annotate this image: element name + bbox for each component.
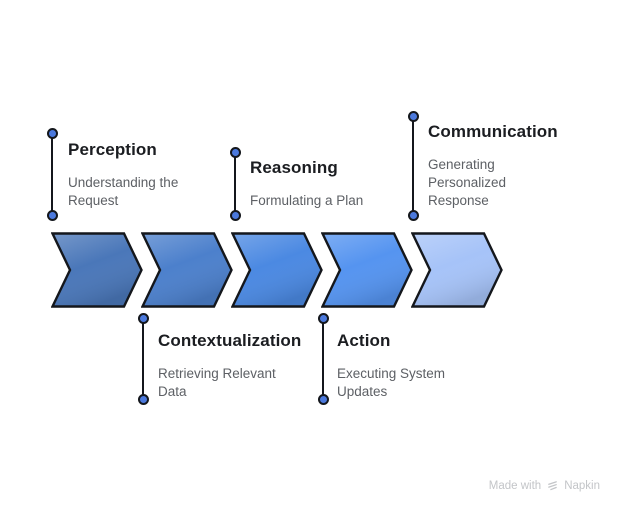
watermark: Made with Napkin	[489, 479, 600, 492]
connector-perception	[46, 128, 58, 221]
stage-label-reasoning: Reasoning Formulating a Plan	[250, 157, 363, 210]
connector-dot-bottom	[46, 210, 58, 221]
connector-dot-top	[407, 111, 419, 122]
stage-subtitle: Generating Personalized Response	[428, 157, 507, 208]
connector-dot-top	[46, 128, 58, 139]
connector-dot-bottom	[137, 394, 149, 405]
connector-communication	[407, 111, 419, 221]
stage-title: Reasoning	[250, 158, 338, 177]
napkin-logo-icon	[548, 481, 557, 491]
connector-reasoning	[229, 147, 241, 221]
stage-label-communication: Communication Generating Personalized Re…	[428, 121, 558, 210]
stage-title: Perception	[68, 140, 157, 159]
chevron-communication	[411, 232, 503, 308]
stage-label-perception: Perception Understanding the Request	[68, 139, 206, 210]
connector-dot-bottom	[229, 210, 241, 221]
chevron-contextualization	[141, 232, 233, 308]
connector-dot-bottom	[407, 210, 419, 221]
connector-action	[317, 313, 329, 405]
connector-contextualization	[137, 313, 149, 405]
connector-dot-top	[317, 313, 329, 324]
chevron-action	[321, 232, 413, 308]
made-with-text: Made with	[488, 479, 542, 492]
chevron-reasoning	[231, 232, 323, 308]
stage-label-contextualization: Contextualization Retrieving Relevant Da…	[158, 330, 308, 401]
chevron-perception	[51, 232, 143, 308]
stage-title: Contextualization	[158, 331, 302, 350]
connector-dot-top	[229, 147, 241, 158]
stage-subtitle: Understanding the Request	[68, 175, 179, 208]
connector-dot-bottom	[317, 394, 329, 405]
stage-subtitle: Executing System Updates	[337, 366, 446, 399]
stage-title: Communication	[428, 122, 558, 141]
stage-subtitle: Formulating a Plan	[250, 193, 364, 208]
connector-dot-top	[137, 313, 149, 324]
napkin-brand-text: Napkin	[564, 479, 600, 492]
stage-subtitle: Retrieving Relevant Data	[158, 366, 276, 399]
stage-label-action: Action Executing System Updates	[337, 330, 472, 401]
stage-title: Action	[337, 331, 391, 350]
